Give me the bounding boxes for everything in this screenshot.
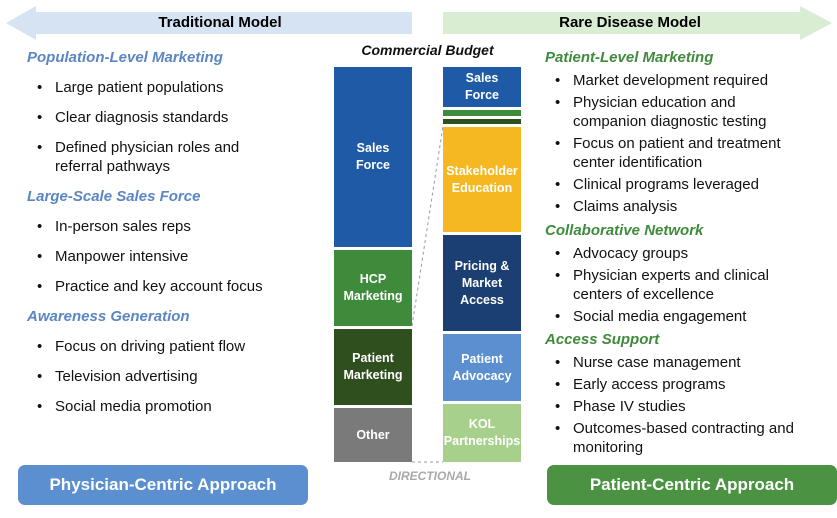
right-bar-hcp-sliver — [443, 110, 521, 116]
left-section-2-title: Large-Scale Sales Force — [27, 188, 201, 205]
left-arrow-shape — [6, 6, 412, 40]
list-item: Defined physician roles and referral pat… — [27, 138, 285, 176]
left-bar-other: Other — [334, 408, 412, 462]
list-item: Physician experts and clinical centers o… — [545, 266, 808, 304]
list-item: Outcomes-based contracting and monitorin… — [545, 419, 823, 457]
commercial-budget-title: Commercial Budget — [361, 42, 494, 58]
right-bar-stakeholder-education: Stakeholder Education — [443, 127, 521, 232]
patient-centric-approach-banner: Patient-Centric Approach — [547, 465, 837, 505]
list-item: Focus on driving patient flow — [27, 337, 317, 356]
right-section-2-title: Collaborative Network — [545, 222, 704, 239]
list-item: Advocacy groups — [545, 244, 815, 263]
right-section-1-list: Market development required Physician ed… — [545, 71, 815, 219]
list-item: Manpower intensive — [27, 247, 317, 266]
list-item: Television advertising — [27, 367, 317, 386]
rare-disease-model-title: Rare Disease Model — [559, 14, 701, 31]
right-section-2-list: Advocacy groups Physician experts and cl… — [545, 244, 815, 329]
left-section-1-title: Population-Level Marketing — [27, 49, 223, 66]
list-item: Practice and key account focus — [27, 277, 317, 296]
list-item: In-person sales reps — [27, 217, 317, 236]
left-bar-sales-force: Sales Force — [334, 67, 412, 247]
right-arrow-shape — [443, 6, 832, 40]
list-item: Early access programs — [545, 375, 820, 394]
right-section-3-title: Access Support — [545, 331, 660, 348]
left-section-3-list: Focus on driving patient flow Television… — [27, 337, 317, 427]
right-bar-kol-partnerships: KOL Partnerships — [443, 404, 521, 462]
list-item: Focus on patient and treatment center id… — [545, 134, 818, 172]
list-item: Clear diagnosis standards — [27, 108, 317, 127]
right-bar-patient-advocacy: Patient Advocacy — [443, 334, 521, 401]
list-item: Market development required — [545, 71, 815, 90]
list-item: Claims analysis — [545, 197, 815, 216]
header-arrows — [6, 6, 832, 40]
right-bar-patient-sliver — [443, 119, 521, 124]
list-item: Nurse case management — [545, 353, 820, 372]
list-item: Social media promotion — [27, 397, 317, 416]
physician-centric-approach-banner: Physician-Centric Approach — [18, 465, 308, 505]
list-item: Clinical programs leveraged — [545, 175, 815, 194]
left-bar-patient-marketing: Patient Marketing — [334, 329, 412, 405]
right-section-3-list: Nurse case management Early access progr… — [545, 353, 820, 460]
list-item: Large patient populations — [27, 78, 317, 97]
list-item: Social media engagement — [545, 307, 815, 326]
right-bar-pricing-market-access: Pricing & Market Access — [443, 235, 521, 331]
right-section-1-title: Patient-Level Marketing — [545, 49, 714, 66]
left-bar-hcp-marketing: HCP Marketing — [334, 250, 412, 326]
left-section-3-title: Awareness Generation — [27, 308, 190, 325]
list-item: Physician education and companion diagno… — [545, 93, 773, 131]
traditional-model-title: Traditional Model — [158, 14, 282, 31]
left-section-2-list: In-person sales reps Manpower intensive … — [27, 217, 317, 307]
directional-note: DIRECTIONAL — [389, 469, 471, 483]
right-bar-sales-force: Sales Force — [443, 67, 521, 107]
list-item: Phase IV studies — [545, 397, 820, 416]
left-section-1-list: Large patient populations Clear diagnosi… — [27, 78, 317, 187]
